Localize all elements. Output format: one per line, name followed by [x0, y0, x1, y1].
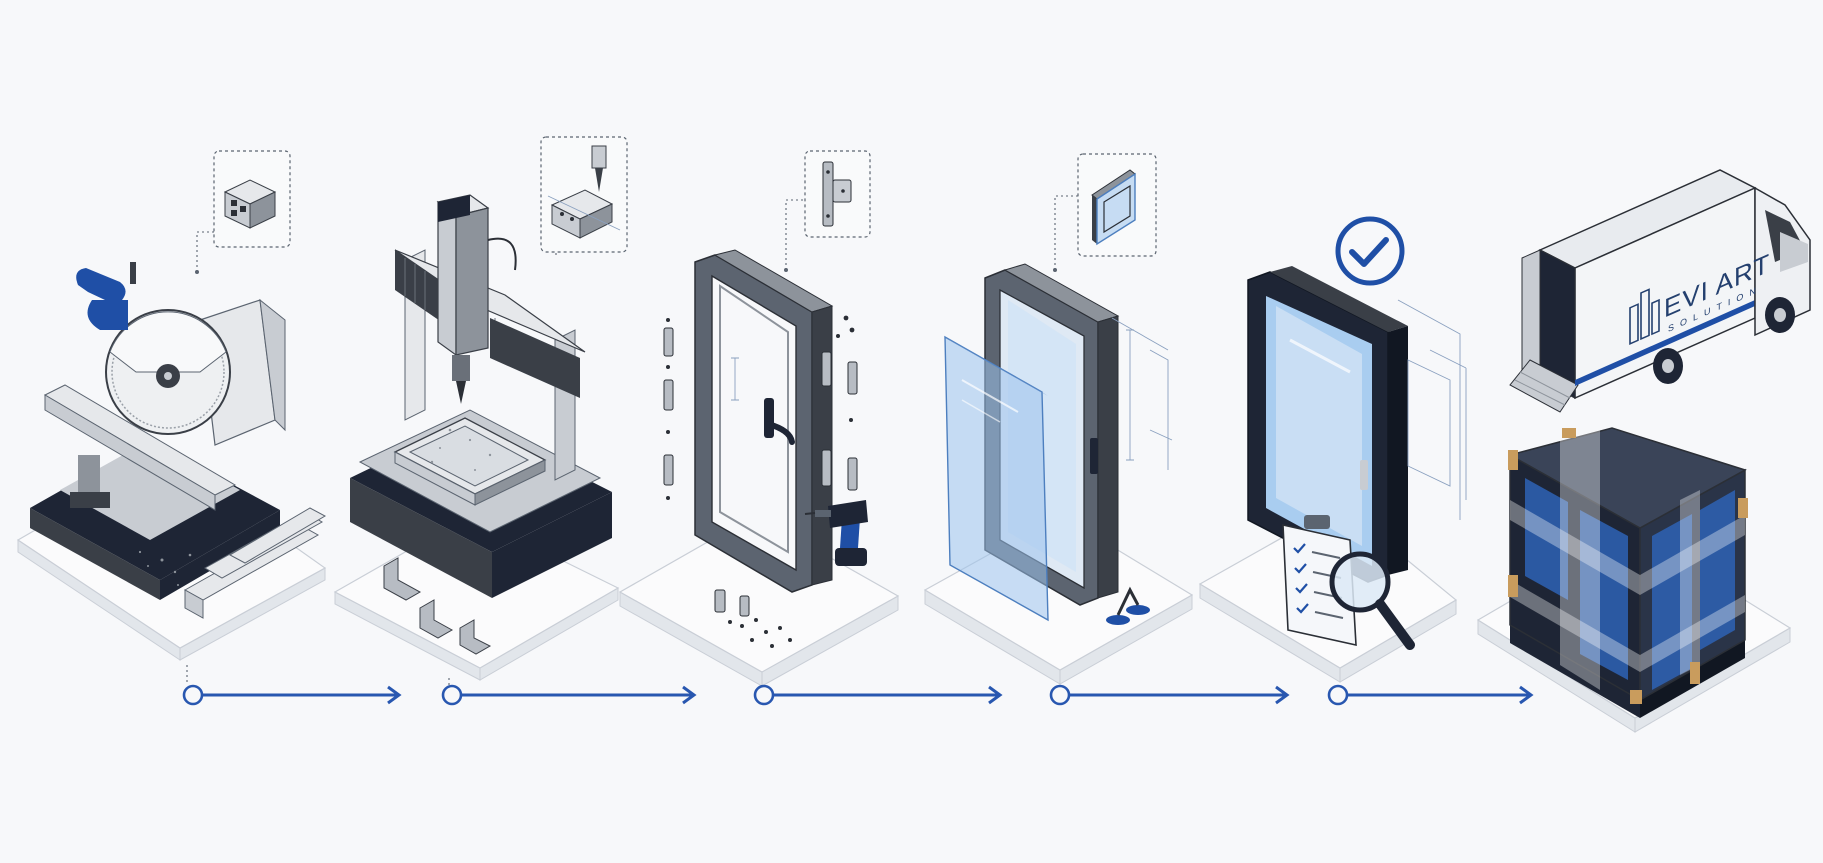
flow-connectors	[182, 665, 1534, 706]
step-packaging-delivery: EVI ART SOLUTION	[1476, 169, 1811, 733]
flow-arrow-2	[441, 678, 697, 706]
cordless-drill-icon	[804, 500, 868, 566]
cnc-machine-icon	[350, 194, 612, 655]
magnifying-glass-icon	[1329, 551, 1415, 650]
delivery-truck-icon: EVI ART SOLUTION	[1509, 169, 1811, 413]
flow-node-5	[1327, 684, 1349, 706]
clipboard-icon	[1282, 515, 1357, 647]
check-badge-icon	[1335, 216, 1405, 286]
inspection-checklist-icon	[1247, 266, 1467, 650]
flow-arrow-5	[1327, 684, 1534, 706]
flow-node-3	[753, 684, 775, 706]
step-hardware-assembly	[618, 150, 900, 687]
callout	[540, 136, 628, 255]
flow-arrow-4	[1049, 684, 1290, 706]
miter-saw-icon	[30, 262, 327, 619]
callout	[1053, 153, 1157, 272]
suction-cup-icon	[1106, 586, 1150, 625]
glass-pane-insert-icon	[944, 263, 1173, 625]
city-skyline-icon	[1629, 288, 1660, 345]
platform	[618, 514, 900, 687]
drill-bit-profile-icon	[547, 145, 621, 239]
step-glazing	[923, 153, 1194, 685]
flow-arrow-3	[753, 684, 1003, 706]
flow-node-1	[182, 684, 204, 706]
double-glazing-icon	[1091, 169, 1136, 246]
wrapped-pallet-icon	[1508, 427, 1748, 718]
flow-node-4	[1049, 684, 1071, 706]
aluminum-profile-section-icon	[223, 179, 277, 229]
window-frame-assembly-icon	[663, 249, 868, 648]
hinge-icon	[822, 161, 852, 227]
callout	[195, 150, 291, 274]
flow-arrow-1	[182, 665, 402, 706]
step-quality-control	[1198, 216, 1467, 683]
step-cutting	[16, 150, 327, 661]
callout	[784, 150, 871, 272]
flow-node-2	[441, 684, 463, 706]
step-machining	[333, 136, 628, 681]
